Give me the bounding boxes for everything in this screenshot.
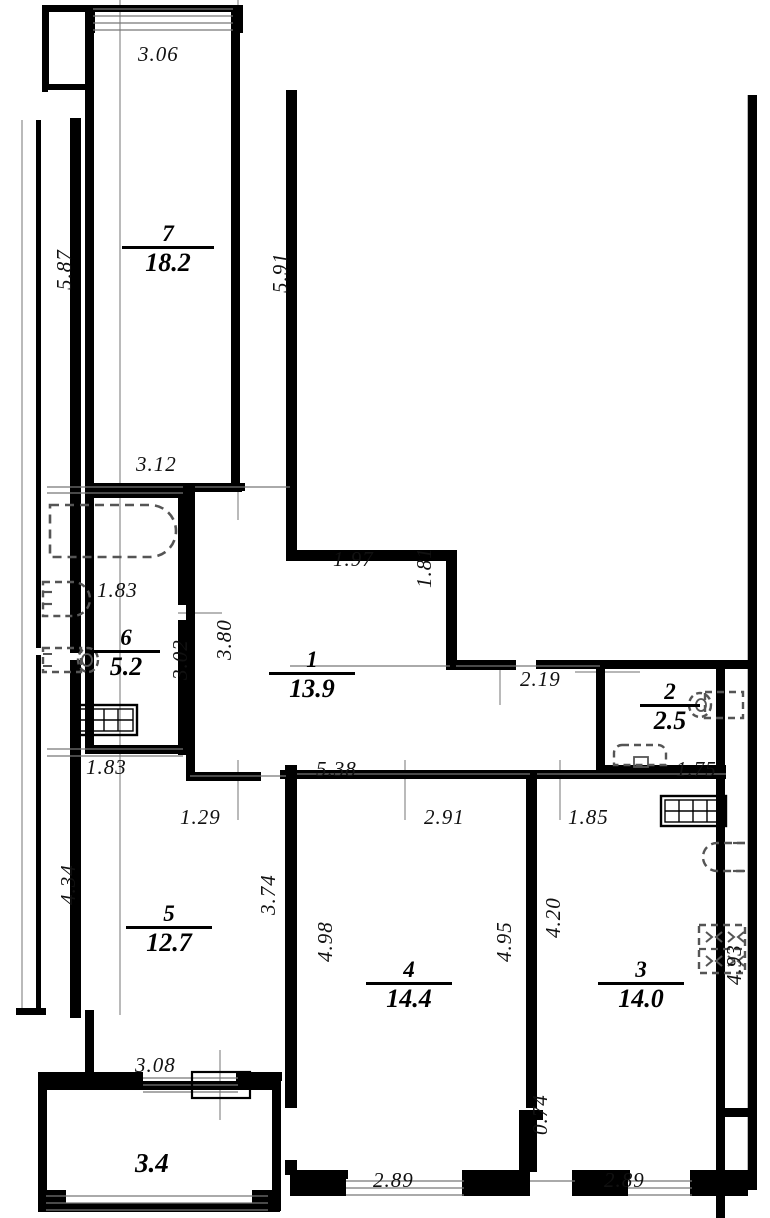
dimension-bathroom-height: 3.02 [168,639,192,680]
room-label-7: 7 18.2 [122,222,214,276]
dimension-pier-between-4-3: 0.74 [528,1094,552,1135]
toilet-icon [41,646,100,674]
room-area: 12.7 [146,928,192,957]
dimension-wc-bottom-offset: 1.85 [568,805,609,829]
room-number: 1 [306,647,318,672]
radiator-grill-icon [70,703,139,737]
room-number: 7 [162,221,174,246]
dimension-room4-left: 4.98 [313,921,337,962]
stove-icon [697,923,747,975]
window-glazing [46,8,726,1211]
label-divider [269,672,355,675]
bathtub-icon [48,503,178,559]
balcony-door-frame [190,1070,252,1100]
dimension-room3-right: 4.93 [722,944,746,985]
room-label-4: 4 14.4 [366,958,452,1012]
exterior-walls [16,5,757,1218]
dimension-bathroom-top: 3.12 [136,452,177,476]
interior-walls [38,483,757,1212]
room-number: 2 [664,679,676,704]
room-area: 14.4 [386,984,432,1013]
label-divider [126,926,212,929]
wc-washbasin-icon [612,743,668,768]
label-divider [366,982,452,985]
dimension-hall-top-2: 2.19 [520,667,561,691]
room-number: 5 [163,901,175,926]
dimension-wc-width: 1.75 [676,757,717,781]
label-divider [598,982,684,985]
label-divider [122,246,214,249]
dimension-room5-bottom: 3.08 [135,1053,176,1077]
dimension-room3-bottom: 2.89 [604,1168,645,1192]
room-area: 5.2 [109,652,143,681]
kitchen-radiator-grill-icon [659,794,728,828]
dimension-room4-right: 4.95 [492,921,516,962]
dimension-room7-top-window: 3.06 [138,42,179,66]
dimension-room5-left: 4.34 [56,864,80,905]
dimension-hall-left-height: 3.80 [212,619,236,660]
dimension-hall-bottom: 5.38 [316,757,357,781]
dimension-room7-left: 5.87 [52,249,76,290]
label-divider [92,650,160,653]
dimension-hall-step: 1.81 [412,547,436,588]
dimension-bathroom-width-lower: 1.83 [86,755,127,779]
room-number: 4 [403,957,415,982]
dimension-hall-top-1: 1.97 [333,547,374,571]
room-label-1: 1 13.9 [269,648,355,702]
balcony-area-label: 3.4 [135,1148,169,1178]
room-area: 13.9 [289,674,335,703]
room-number: 6 [120,625,132,650]
dimension-room3-left: 4.20 [541,897,565,938]
dimension-room4-bottom: 2.89 [373,1168,414,1192]
room-label-5: 5 12.7 [126,902,212,956]
dimension-hall-bottom-left: 1.29 [180,805,221,829]
room-label-3: 3 14.0 [598,958,684,1012]
dimension-room7-right: 5.91 [268,252,292,293]
room-number: 3 [635,957,647,982]
room-label-2: 2 2.5 [640,680,700,734]
kitchen-sink-icon [701,841,745,873]
room-area: 14.0 [618,984,664,1013]
washbasin-icon [41,580,92,618]
dimension-room5-right: 3.74 [256,874,280,915]
dimension-room4-top: 2.91 [424,805,465,829]
label-divider [640,704,700,707]
room-label-6: 6 5.2 [92,626,160,680]
room-area: 18.2 [145,248,191,277]
dimension-bathroom-width-upper: 1.83 [97,578,138,602]
room-area: 2.5 [653,706,687,735]
